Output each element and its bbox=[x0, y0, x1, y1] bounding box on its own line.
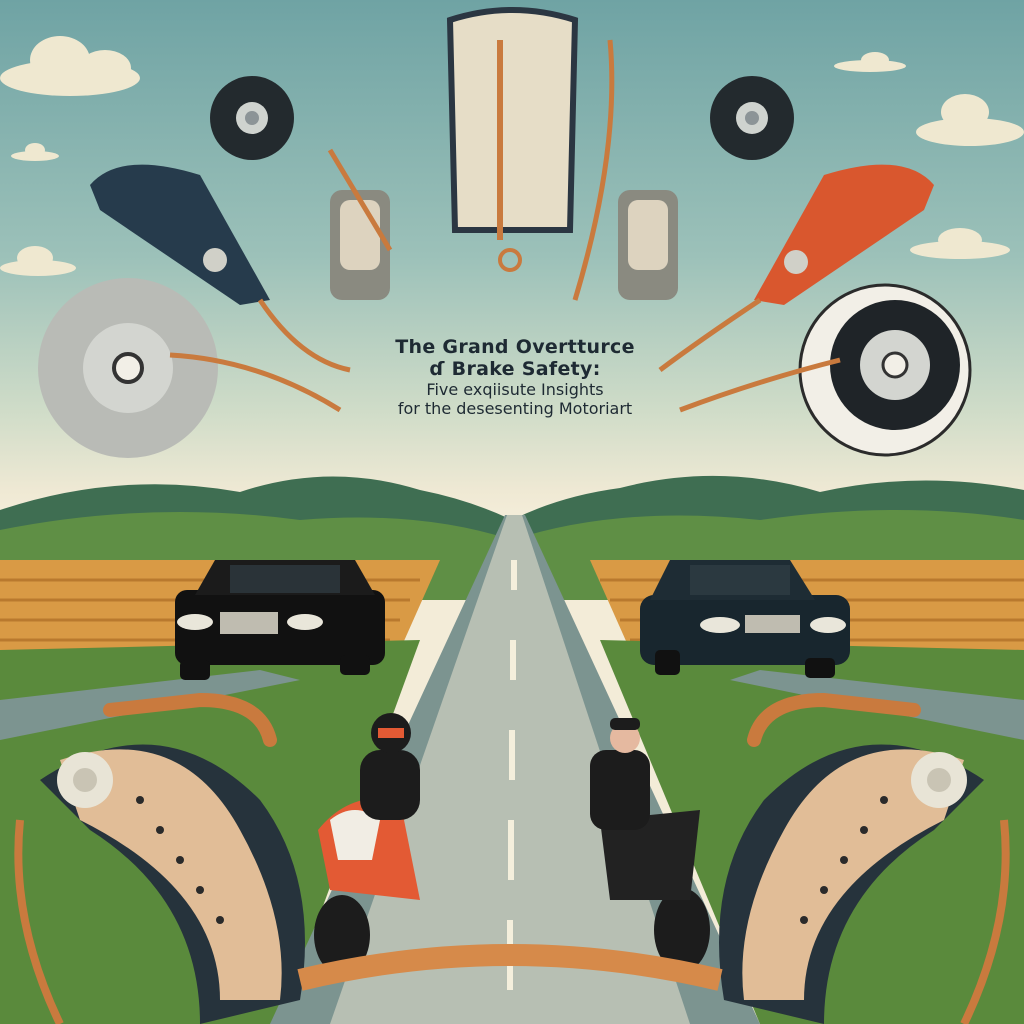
title-line-1: The Grand Overtturce bbox=[395, 336, 635, 358]
clouds bbox=[0, 36, 1024, 276]
poster-title-block: The Grand Overtturce ɗ Brake Safety: Fiv… bbox=[340, 336, 690, 419]
title-line-2: ɗ Brake Safety: bbox=[429, 358, 601, 381]
caliper-red-right bbox=[754, 164, 934, 305]
brake-shoe-right bbox=[719, 692, 1010, 1024]
brake-disc-top-right bbox=[710, 76, 794, 160]
sport-motorcycle-rider bbox=[314, 713, 420, 975]
brake-disc-drilled-left bbox=[38, 278, 218, 458]
brake-cable-bundle bbox=[297, 944, 723, 991]
brake-disc-drilled-right bbox=[798, 283, 972, 457]
brake-cables-top bbox=[169, 39, 841, 413]
caliper-navy-left bbox=[90, 164, 270, 305]
subtitle-line-2: for the desesenting Motoriart bbox=[397, 398, 633, 418]
master-caliper-center bbox=[446, 7, 579, 272]
subtitle-line-1: Five exqiisute Insights bbox=[426, 379, 604, 399]
black-sedan-left bbox=[175, 560, 385, 680]
brake-disc-top-left bbox=[210, 76, 294, 160]
caliper-pad-right bbox=[618, 190, 678, 300]
brake-shoe-left bbox=[14, 692, 305, 1024]
cruiser-motorcycle-rider bbox=[590, 718, 710, 972]
caliper-pad-left bbox=[330, 190, 390, 300]
dark-sedan-right bbox=[640, 560, 850, 678]
